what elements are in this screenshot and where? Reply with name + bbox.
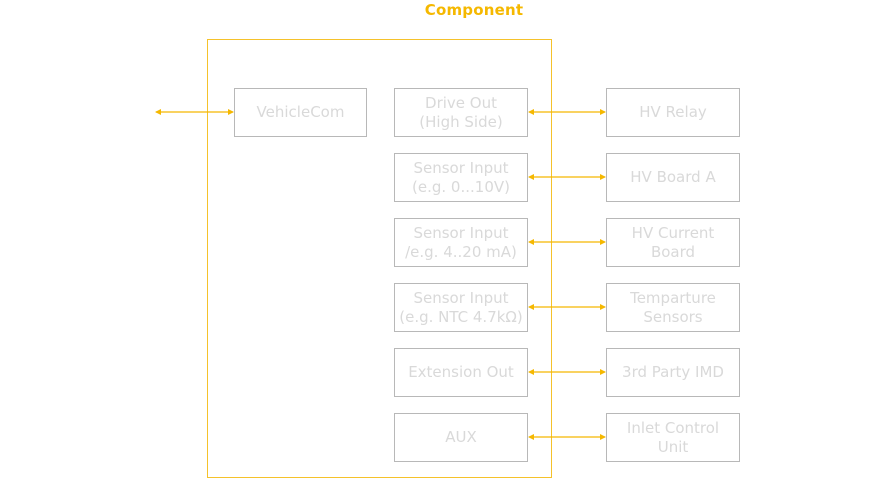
device-label-line1: Inlet Control — [626, 418, 720, 437]
device-label-line1: Temparture — [630, 288, 716, 307]
port-box-sensor-voltage: Sensor Input (e.g. 0...10V) — [394, 153, 528, 202]
port-box-sensor-current: Sensor Input /e.g. 4..20 mA) — [394, 218, 528, 267]
port-label-line1: Sensor Input — [413, 223, 509, 242]
device-box-hv-current-board: HV Current Board — [606, 218, 740, 267]
device-box-hv-board-a: HV Board A — [606, 153, 740, 202]
port-box-aux: AUX — [394, 413, 528, 462]
port-label-line2: (High Side) — [419, 112, 503, 131]
device-label-line2: Board — [650, 242, 696, 261]
device-box-inlet-control-unit: Inlet Control Unit — [606, 413, 740, 462]
port-label-line1: AUX — [445, 428, 477, 446]
port-box-drive-out: Drive Out (High Side) — [394, 88, 528, 137]
port-label-line2: /e.g. 4..20 mA) — [405, 242, 517, 261]
port-box-sensor-ntc: Sensor Input (e.g. NTC 4.7kΩ) — [394, 283, 528, 332]
component-boundary — [207, 39, 552, 478]
device-box-3rd-party-imd: 3rd Party IMD — [606, 348, 740, 397]
port-label-line1: Sensor Input — [413, 288, 509, 307]
device-label-line2: Sensors — [643, 307, 703, 326]
device-label-line1: HV Relay — [639, 103, 707, 121]
diagram-title: Component — [424, 1, 524, 19]
device-label-line2: Unit — [657, 437, 689, 456]
device-label-line1: HV Current — [631, 223, 715, 242]
vehicle-com-box: VehicleCom — [234, 88, 367, 137]
port-label-line1: Sensor Input — [413, 158, 509, 177]
port-label-line2: (e.g. 0...10V) — [412, 177, 510, 196]
device-box-temperature-sensors: Temparture Sensors — [606, 283, 740, 332]
port-box-extension-out: Extension Out — [394, 348, 528, 397]
port-label-line2: (e.g. NTC 4.7kΩ) — [399, 307, 523, 326]
port-label-line1: Extension Out — [408, 363, 514, 381]
device-label-line1: 3rd Party IMD — [622, 363, 724, 381]
device-label-line1: HV Board A — [630, 168, 716, 186]
port-label-line1: Drive Out — [425, 93, 497, 112]
vehicle-com-label: VehicleCom — [256, 103, 345, 121]
device-box-hv-relay: HV Relay — [606, 88, 740, 137]
